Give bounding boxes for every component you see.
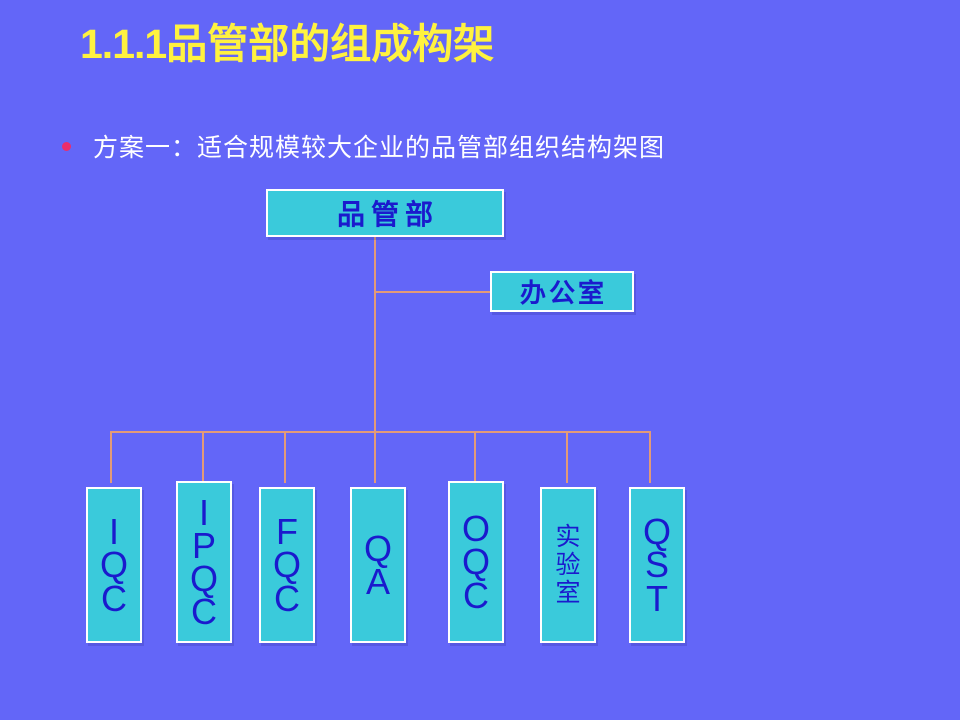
page-title-text: 品管部的组成构架 xyxy=(166,20,495,68)
vertical-text-char: 实 xyxy=(555,522,581,551)
vertical-text-char: C xyxy=(190,591,217,633)
vertical-text-char: P xyxy=(191,524,216,566)
vertical-text-char: I xyxy=(108,511,119,553)
connector-drop-4 xyxy=(374,431,376,483)
connector-office-horizontal xyxy=(374,291,492,293)
connector-drop-6 xyxy=(566,431,568,483)
connector-drop-1 xyxy=(110,431,112,483)
connector-drop-5 xyxy=(474,431,476,483)
vertical-text-char: Q xyxy=(189,558,218,599)
connector-bus-horizontal xyxy=(110,431,650,433)
vertical-text-char: C xyxy=(100,577,127,619)
connector-trunk-vertical xyxy=(374,237,376,432)
vertical-text-char: Q xyxy=(363,527,392,569)
page-title-number: 1.1.1 xyxy=(80,21,167,67)
bullet-item-label: 方案一：适合规模较大企业的品管部组织结构架图 xyxy=(93,133,666,162)
org-node-office-label: 办公室 xyxy=(519,279,607,309)
page-title: 1.1.1品管部的组成构架 xyxy=(80,16,494,72)
vertical-text-char: 验 xyxy=(555,550,581,579)
vertical-text-char: 室 xyxy=(555,578,581,607)
bullet-list-item: 方案一：适合规模较大企业的品管部组织结构架图 xyxy=(62,128,665,164)
vertical-text-char: T xyxy=(645,577,668,619)
vertical-text-char: S xyxy=(644,544,669,586)
vertical-text-char: I xyxy=(198,491,209,533)
vertical-text-char: Q xyxy=(272,544,301,586)
vertical-text-char: F xyxy=(275,511,298,553)
vertical-text-char: O xyxy=(461,508,490,550)
org-node-laboratory[interactable]: 实验室 xyxy=(540,487,596,643)
vertical-text-char: Q xyxy=(99,544,128,586)
org-node-laboratory-label: 实验室 xyxy=(555,523,580,607)
connector-drop-7 xyxy=(649,431,651,483)
vertical-text-char: A xyxy=(365,561,390,602)
vertical-text-char: C xyxy=(273,577,300,619)
connector-drop-3 xyxy=(284,431,286,483)
vertical-text-char: Q xyxy=(461,541,490,583)
vertical-text-char: C xyxy=(462,574,489,616)
vertical-text-char: Q xyxy=(642,511,671,553)
org-node-office[interactable]: 办公室 xyxy=(490,271,634,312)
connector-drop-2 xyxy=(202,431,204,483)
org-node-root[interactable]: 品管部 xyxy=(266,189,504,237)
org-node-root-label: 品管部 xyxy=(336,198,439,231)
bullet-dot-icon xyxy=(62,141,71,151)
